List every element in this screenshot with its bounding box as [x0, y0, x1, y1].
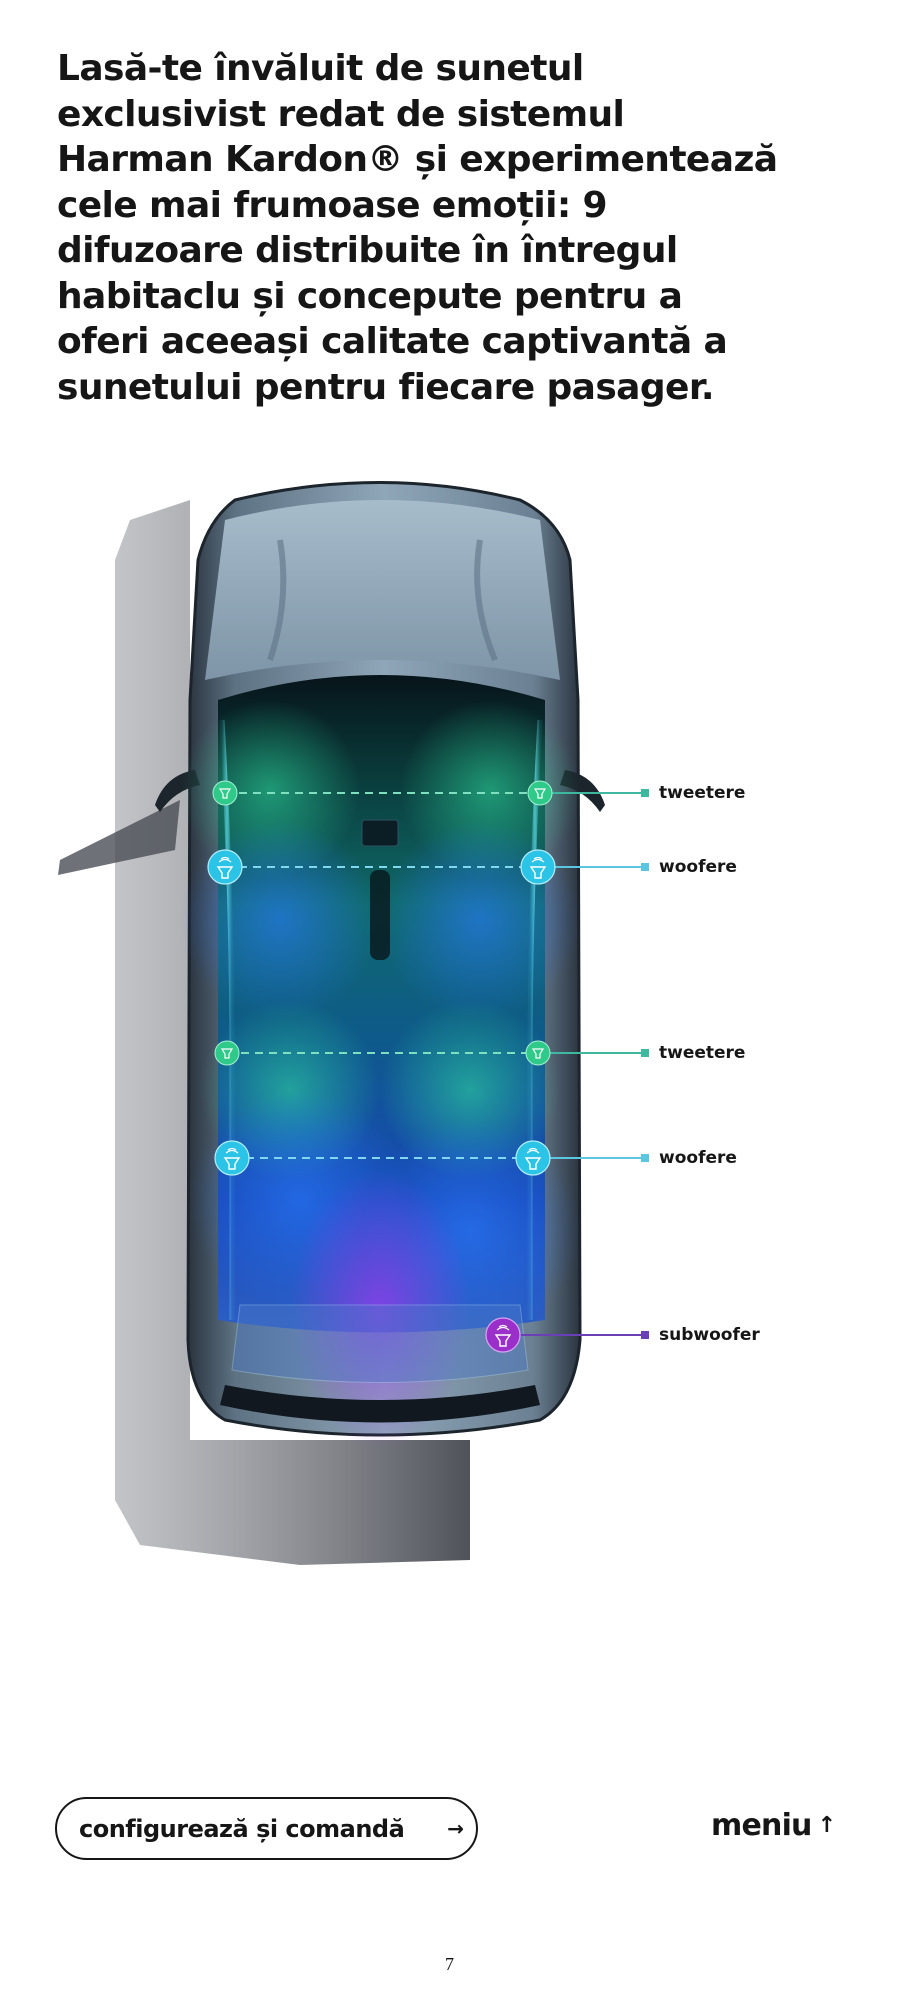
configure-and-order-button[interactable]: configurează și comandă →	[55, 1797, 478, 1860]
headline: Lasă-te învăluit de sunetul exclusivist …	[57, 46, 857, 410]
speaker-rear-left-woofer-icon	[214, 1140, 250, 1176]
legend-label-front-woofers: woofere	[659, 857, 737, 877]
speaker-subwoofer-icon	[485, 1317, 521, 1353]
arrow-right-icon: →	[447, 1816, 464, 1841]
speaker-rear-right-woofer-icon	[515, 1140, 551, 1176]
headline-line: Harman Kardon® și experimentează	[57, 139, 778, 180]
car-shadow	[115, 500, 470, 1565]
arrow-up-icon: ↑	[817, 1813, 837, 1838]
car-hood	[205, 500, 560, 680]
headline-line: sunetului pentru fiecare pasager.	[57, 366, 715, 408]
speaker-front-right-woofer-icon	[520, 849, 556, 885]
legend-label-front-tweeters: tweetere	[659, 783, 746, 803]
headline-line: cele mai frumoase emoții: 9	[57, 184, 608, 226]
rear-window	[231, 1304, 529, 1383]
headline-line: difuzoare distribuite în întregul	[57, 230, 678, 271]
headline-line: exclusivist redat de sistemul	[57, 93, 625, 135]
car-top-view-image	[58, 481, 649, 1565]
legend-label-rear-woofers: woofere	[659, 1148, 737, 1168]
menu-label: meniu	[711, 1808, 812, 1843]
menu-button[interactable]: meniu ↑	[711, 1808, 836, 1843]
speaker-front-right-tweeter-icon	[527, 780, 553, 806]
page-number: 7	[445, 1954, 454, 1974]
speaker-rear-left-tweeter-icon	[214, 1040, 240, 1066]
speaker-front-left-woofer-icon	[207, 849, 243, 885]
speaker-front-left-tweeter-icon	[212, 780, 238, 806]
headline-line: Lasă-te învăluit de sunetul	[57, 48, 584, 89]
configure-and-order-label: configurează și comandă	[79, 1814, 405, 1843]
legend-label-subwoofer: subwoofer	[659, 1325, 760, 1345]
headline-line: habitaclu și concepute pentru a	[57, 275, 683, 317]
legend-label-rear-tweeters: tweetere	[659, 1043, 746, 1063]
headline-line: oferi aceeași calitate captivantă a	[57, 321, 728, 362]
speaker-rear-right-tweeter-icon	[525, 1040, 551, 1066]
speaker-diagram: tweetere woofere tweetere woofere subwoo…	[0, 430, 899, 1590]
